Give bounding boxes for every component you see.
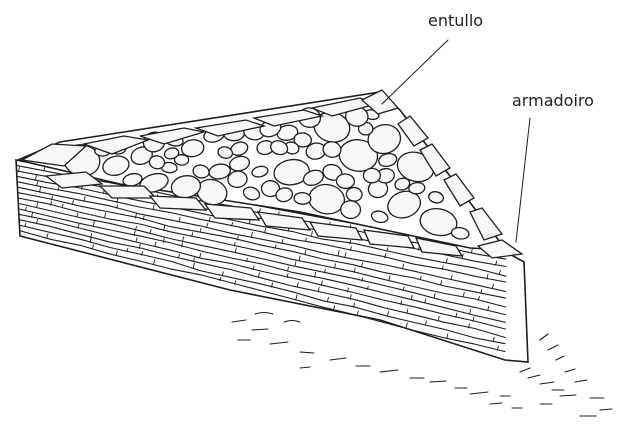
facing-leader-line xyxy=(516,118,530,242)
rubble-stone xyxy=(363,168,380,183)
facing-label: armadoiro xyxy=(512,91,594,110)
fill-label: entullo xyxy=(428,11,483,30)
rubble-stone xyxy=(294,192,311,204)
rubble-stone xyxy=(336,173,355,189)
fill-leader-line xyxy=(382,40,448,104)
